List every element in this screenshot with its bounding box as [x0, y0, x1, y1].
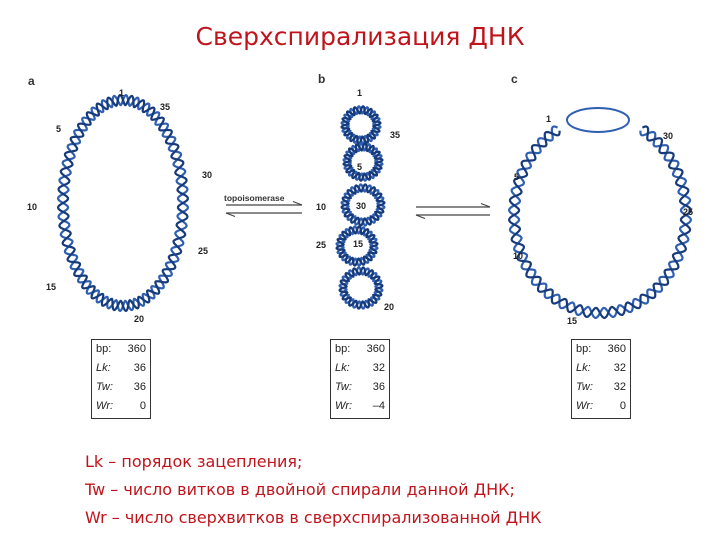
table-value: 360: [366, 343, 385, 355]
table-key: Wr:: [576, 400, 594, 412]
position-label: 20: [384, 302, 395, 312]
position-label: 1: [357, 88, 363, 98]
forward-arrow-2-head: [480, 202, 491, 208]
panel-letter-a: a: [28, 74, 35, 88]
table-key: bp:: [576, 343, 592, 355]
table-value: 360: [607, 343, 626, 355]
table-key: Wr:: [335, 400, 353, 412]
caption: Lk – порядок зацепления; Tw – число витк…: [85, 448, 541, 532]
supercoil-loop-strand: [338, 266, 384, 310]
table-key: Lk:: [576, 362, 591, 374]
position-label: 10: [316, 202, 327, 212]
table-key: Wr:: [96, 400, 114, 412]
unwound-dna-strand: [507, 125, 693, 320]
position-label: 25: [683, 207, 694, 217]
table-value: 0: [619, 400, 626, 412]
supercoil-loop-strand: [340, 105, 382, 145]
table-key: bp:: [335, 343, 351, 355]
unwound-dna-strand: [507, 130, 692, 320]
position-label: 5: [514, 172, 520, 182]
position-label: 1: [546, 114, 552, 124]
table-value: 32: [613, 381, 626, 393]
dna-diagram: [56, 93, 693, 320]
position-label: 35: [160, 102, 171, 112]
position-label: 30: [663, 131, 674, 141]
relaxed-dna-strand: [56, 93, 190, 313]
position-label: 5: [56, 124, 62, 134]
table-value: –4: [372, 400, 385, 412]
table-value: 36: [133, 362, 146, 374]
panel-letter-b: b: [318, 72, 326, 86]
caption-line-wr: Wr – число сверхвитков в сверхспирализов…: [85, 508, 542, 527]
table-value: 360: [127, 343, 146, 355]
position-label: 25: [316, 240, 327, 250]
position-label: 1: [119, 88, 125, 98]
position-label: 20: [134, 314, 145, 324]
position-label: 15: [46, 282, 57, 292]
position-label: 5: [357, 162, 363, 172]
linking-table-b: bp: 360 Lk: 32 Tw: 36 Wr: –4: [330, 339, 390, 419]
position-label: 15: [567, 316, 578, 326]
forward-arrow-head: [292, 200, 303, 206]
panel-letter-c: c: [511, 72, 518, 86]
supercoil-loop-strand: [342, 142, 384, 182]
reverse-arrow-2-head: [415, 214, 426, 220]
caption-line-lk: Lk – порядок зацепления;: [85, 452, 303, 471]
supercoil-loop-strand: [340, 183, 386, 227]
relaxed-dna-strand: [56, 93, 190, 313]
table-key: Tw:: [96, 381, 113, 393]
reverse-arrow-head: [225, 212, 236, 218]
table-key: Lk:: [96, 362, 111, 374]
table-key: Tw:: [335, 381, 352, 393]
table-value: 0: [139, 400, 146, 412]
table-value: 32: [372, 362, 385, 374]
position-label: 30: [356, 201, 367, 211]
position-label: 10: [27, 202, 38, 212]
table-key: Lk:: [335, 362, 350, 374]
linking-table-a: bp: 360 Lk: 36 Tw: 36 Wr: 0: [91, 339, 151, 419]
supercoil-loop-strand: [335, 225, 379, 267]
position-label: 25: [198, 246, 209, 256]
table-value: 36: [133, 381, 146, 393]
topoisomerase-label: topoisomerase: [224, 193, 285, 203]
page-title: Сверхспирализация ДНК: [195, 22, 525, 51]
position-label: 30: [202, 170, 213, 180]
position-label: 10: [513, 251, 524, 261]
table-key: bp:: [96, 343, 112, 355]
unwound-dna-strand: [641, 125, 693, 216]
melted-bubble: [566, 107, 630, 133]
table-key: Tw:: [576, 381, 593, 393]
position-label: 15: [353, 239, 364, 249]
linking-table-c: bp: 360 Lk: 32 Tw: 32 Wr: 0: [571, 339, 631, 419]
position-label: 35: [390, 130, 401, 140]
table-value: 32: [613, 362, 626, 374]
caption-line-tw: Tw – число витков в двойной спирали данн…: [85, 480, 515, 499]
table-value: 36: [372, 381, 385, 393]
